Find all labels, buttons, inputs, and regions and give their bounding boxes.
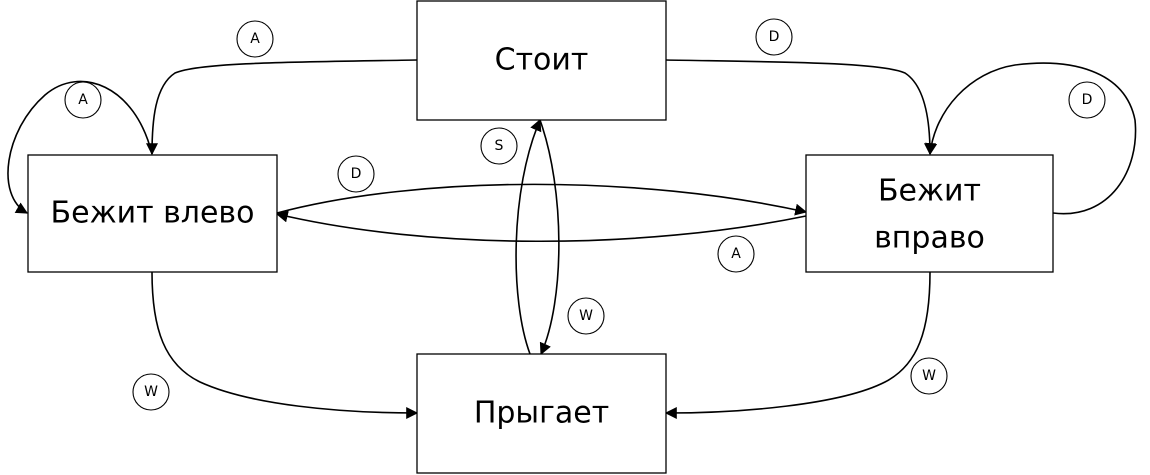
key-label-jumps-to-stands: S	[480, 127, 518, 165]
key-label-stands-to-jumps: W	[567, 297, 605, 335]
svg-text:S: S	[495, 138, 504, 154]
state-runs-left-label: Бежит влево	[51, 196, 255, 231]
edge-stands-to-runs-right	[665, 59, 936, 156]
state-runs-right-label-line2: вправо	[874, 221, 985, 256]
key-label-runs-right-to-runs-left: A	[717, 235, 755, 273]
svg-text:A: A	[731, 246, 741, 262]
key-label-stands-to-runs-right: D	[755, 18, 793, 56]
edge-runs-right-to-runs-left	[275, 210, 807, 243]
key-label-runs-right-to-jumps: W	[910, 357, 948, 395]
svg-text:W: W	[144, 384, 158, 400]
svg-text:D: D	[1082, 92, 1093, 108]
key-label-runs-left-to-runs-right: D	[337, 155, 375, 193]
state-stands-label: Стоит	[495, 43, 589, 78]
key-label-runs-left-to-jumps: W	[132, 373, 170, 411]
svg-text:D: D	[351, 166, 362, 182]
svg-text:W: W	[922, 368, 936, 384]
svg-text:D: D	[769, 29, 780, 45]
edges	[7, 59, 1137, 419]
key-label-runs-right-self: D	[1068, 81, 1106, 119]
edge-runs-right-to-jumps	[664, 271, 931, 419]
edge-runs-left-to-jumps	[151, 271, 419, 419]
edge-runs-left-self	[7, 80, 153, 214]
svg-text:W: W	[579, 308, 593, 324]
state-jumps-label: Прыгает	[474, 396, 609, 431]
state-jumps: Прыгает	[416, 353, 667, 474]
key-labels: A A D D D A S W	[64, 18, 1106, 411]
key-label-runs-left-self: A	[64, 81, 102, 119]
edge-stands-to-jumps	[539, 119, 560, 356]
key-label-stands-to-runs-left: A	[236, 20, 274, 58]
edge-runs-right-self	[925, 62, 1137, 215]
edge-runs-left-to-runs-right	[276, 183, 808, 216]
svg-text:A: A	[78, 92, 88, 108]
state-runs-left: Бежит влево	[27, 154, 278, 273]
edge-jumps-to-stands	[515, 118, 542, 355]
svg-text:A: A	[250, 31, 260, 47]
state-stands: Стоит	[416, 0, 667, 121]
edge-stands-to-runs-left	[146, 59, 418, 156]
state-runs-right-label-line1: Бежит	[878, 174, 981, 209]
state-runs-right: Бежит вправо	[805, 154, 1054, 273]
